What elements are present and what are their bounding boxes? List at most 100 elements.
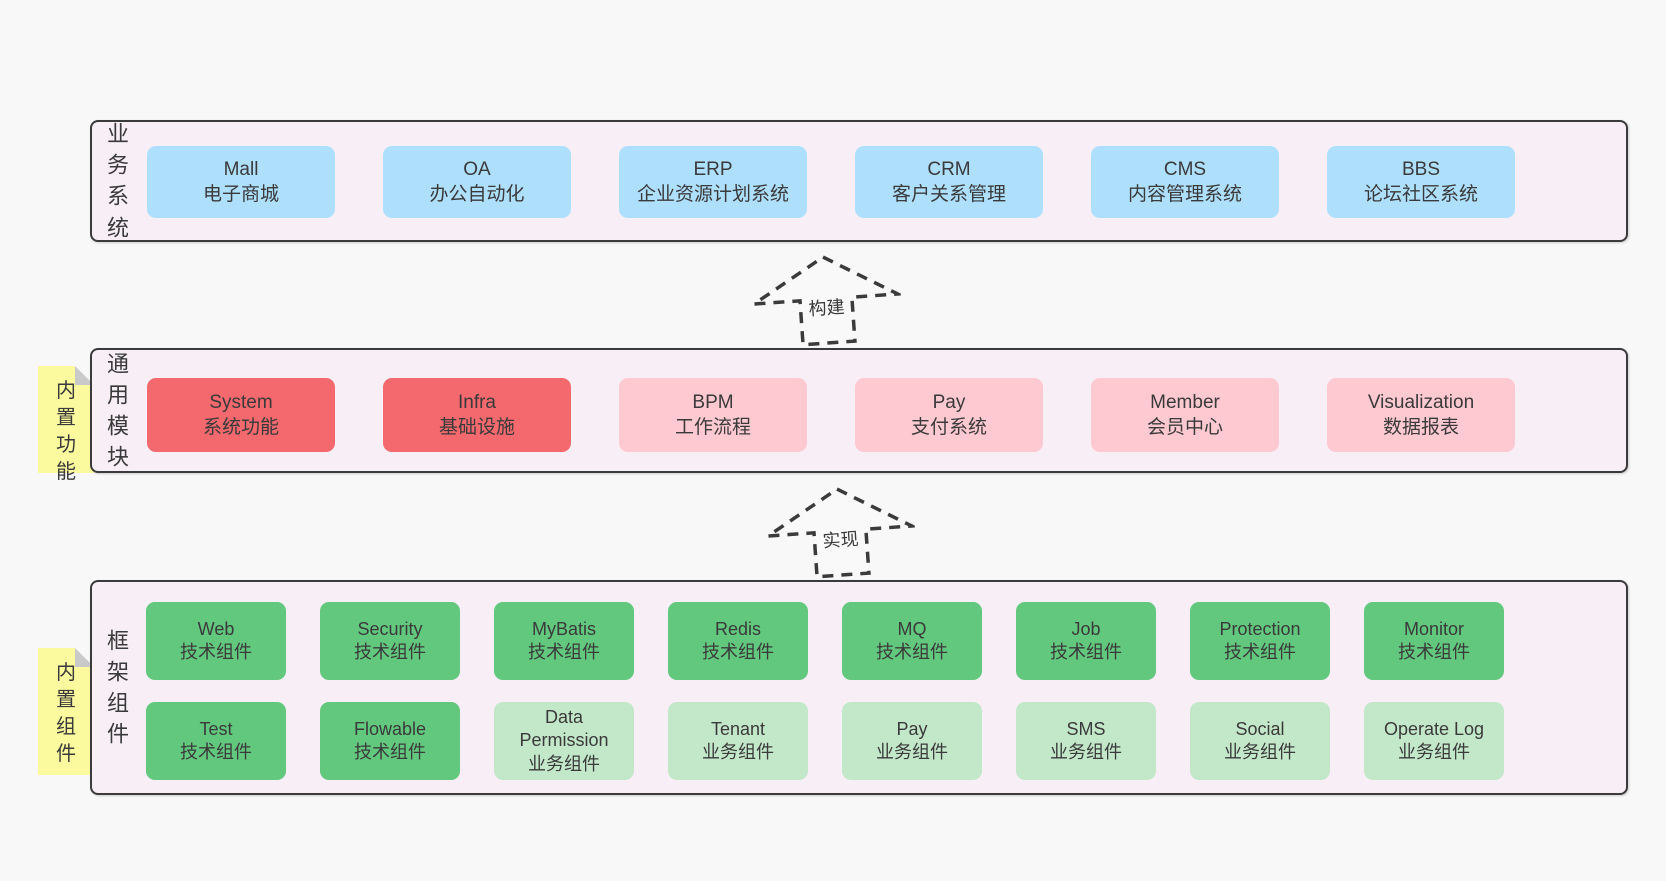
component-box-redis: Redis 技术组件 [668, 602, 808, 680]
box-subtitle: 数据报表 [1382, 417, 1459, 438]
box-title: Tenant [710, 718, 766, 739]
box-title: SMS [1066, 718, 1106, 739]
layer-label: 业务系统 [106, 121, 129, 241]
box-subtitle: 技术组件 [1224, 642, 1296, 662]
system-box-bbs: BBS 论坛社区系统 [1327, 146, 1515, 218]
box-subtitle: 内容管理系统 [1127, 184, 1242, 205]
box-subtitle: 技术组件 [528, 642, 600, 662]
system-box-erp: ERP 企业资源计划系统 [619, 146, 807, 218]
box-title: CMS [1163, 158, 1207, 180]
component-box-flowable: Flowable 技术组件 [320, 702, 460, 780]
box-title: BPM [692, 391, 734, 413]
box-subtitle: 基础设施 [438, 417, 515, 438]
component-box-job: Job 技术组件 [1016, 602, 1156, 680]
component-box-web: Web 技术组件 [146, 602, 286, 680]
box-subtitle: 工作流程 [674, 417, 751, 438]
arrow-label-implement: 实现 [818, 524, 863, 554]
box-title: Member [1150, 391, 1220, 413]
component-box-social: Social 业务组件 [1190, 702, 1330, 780]
box-subtitle: 电子商城 [202, 184, 279, 205]
box-subtitle: 业务组件 [1050, 742, 1122, 762]
box-title: Social [1235, 718, 1285, 739]
box-subtitle: 办公自动化 [429, 184, 525, 205]
arrow-build: 构建 [747, 249, 905, 351]
box-subtitle: 论坛社区系统 [1363, 184, 1478, 205]
component-box-operate-log: Operate Log 业务组件 [1364, 702, 1504, 780]
sticky-tag-label: 内置组件 [56, 662, 76, 765]
box-title: Infra [457, 391, 497, 413]
box-title: MQ [897, 618, 927, 639]
box-subtitle: 系统功能 [202, 417, 279, 438]
sticky-tag-builtin-components: 内置组件 [38, 648, 94, 775]
box-subtitle: 业务组件 [1398, 742, 1470, 762]
common-modules-row: System 系统功能 Infra 基础设施 BPM 工作流程 Pay 支付系统… [147, 378, 1517, 452]
box-subtitle: 业务组件 [528, 753, 600, 774]
framework-components-layer: 框架组件 Web 技术组件 Security 技术组件 MyBatis 技术组件… [90, 580, 1628, 795]
box-title: Data Permission [519, 707, 609, 751]
arrow-label-build: 构建 [804, 292, 849, 322]
component-box-mybatis: MyBatis 技术组件 [494, 602, 634, 680]
box-title: Visualization [1367, 391, 1475, 413]
box-subtitle: 技术组件 [354, 642, 426, 662]
common-modules-layer: 通用模块 System 系统功能 Infra 基础设施 BPM 工作流程 Pay… [90, 348, 1628, 473]
business-systems-layer: 业务系统 Mall 电子商城 OA 办公自动化 ERP 企业资源计划系统 CRM… [90, 120, 1628, 242]
box-title: Web [197, 618, 235, 639]
box-title: Job [1071, 618, 1101, 639]
module-box-member: Member 会员中心 [1091, 378, 1279, 452]
component-box-protection: Protection 技术组件 [1190, 602, 1330, 680]
module-box-visualization: Visualization 数据报表 [1327, 378, 1515, 452]
box-subtitle: 技术组件 [354, 742, 426, 762]
component-box-security: Security 技术组件 [320, 602, 460, 680]
component-box-tenant: Tenant 业务组件 [668, 702, 808, 780]
system-box-crm: CRM 客户关系管理 [855, 146, 1043, 218]
box-subtitle: 业务组件 [876, 742, 948, 762]
arrow-implement: 实现 [761, 481, 919, 583]
module-box-bpm: BPM 工作流程 [619, 378, 807, 452]
system-box-oa: OA 办公自动化 [383, 146, 571, 218]
box-subtitle: 企业资源计划系统 [636, 184, 789, 205]
box-subtitle: 客户关系管理 [891, 184, 1006, 205]
box-title: BBS [1401, 158, 1441, 180]
sticky-tag-label: 内置功能 [56, 380, 76, 483]
box-title: Redis [714, 618, 762, 639]
box-title: Operate Log [1383, 718, 1485, 739]
box-title: OA [463, 158, 491, 180]
box-subtitle: 业务组件 [702, 742, 774, 762]
box-title: Pay [896, 718, 928, 739]
box-subtitle: 会员中心 [1146, 417, 1223, 438]
box-subtitle: 技术组件 [876, 642, 948, 662]
box-title: CRM [927, 158, 971, 180]
box-title: Pay [932, 391, 966, 413]
component-box-sms: SMS 业务组件 [1016, 702, 1156, 780]
component-box-test: Test 技术组件 [146, 702, 286, 780]
box-title: Mall [223, 158, 259, 180]
business-systems-row: Mall 电子商城 OA 办公自动化 ERP 企业资源计划系统 CRM 客户关系… [147, 146, 1517, 218]
layer-label: 框架组件 [106, 628, 129, 747]
component-box-monitor: Monitor 技术组件 [1364, 602, 1504, 680]
component-box-data-permission: Data Permission 业务组件 [494, 702, 634, 780]
system-box-cms: CMS 内容管理系统 [1091, 146, 1279, 218]
layer-label: 通用模块 [106, 351, 129, 470]
box-subtitle: 业务组件 [1224, 742, 1296, 762]
box-title: MyBatis [531, 618, 596, 639]
module-box-system: System 系统功能 [147, 378, 335, 452]
box-subtitle: 技术组件 [180, 642, 252, 662]
module-box-pay: Pay 支付系统 [855, 378, 1043, 452]
box-title: Monitor [1403, 618, 1465, 639]
system-box-mall: Mall 电子商城 [147, 146, 335, 218]
component-box-pay: Pay 业务组件 [842, 702, 982, 780]
box-title: System [209, 391, 273, 413]
box-subtitle: 技术组件 [1398, 642, 1470, 662]
sticky-tag-builtin-features: 内置功能 [38, 366, 94, 483]
component-box-mq: MQ 技术组件 [842, 602, 982, 680]
box-title: Security [357, 618, 423, 639]
box-subtitle: 支付系统 [910, 417, 987, 438]
box-subtitle: 技术组件 [702, 642, 774, 662]
framework-components-row-1: Web 技术组件 Security 技术组件 MyBatis 技术组件 Redi… [146, 602, 1504, 680]
box-title: Test [199, 718, 233, 739]
box-subtitle: 技术组件 [180, 742, 252, 762]
box-title: Protection [1219, 618, 1301, 639]
box-title: Flowable [353, 718, 427, 739]
module-box-infra: Infra 基础设施 [383, 378, 571, 452]
